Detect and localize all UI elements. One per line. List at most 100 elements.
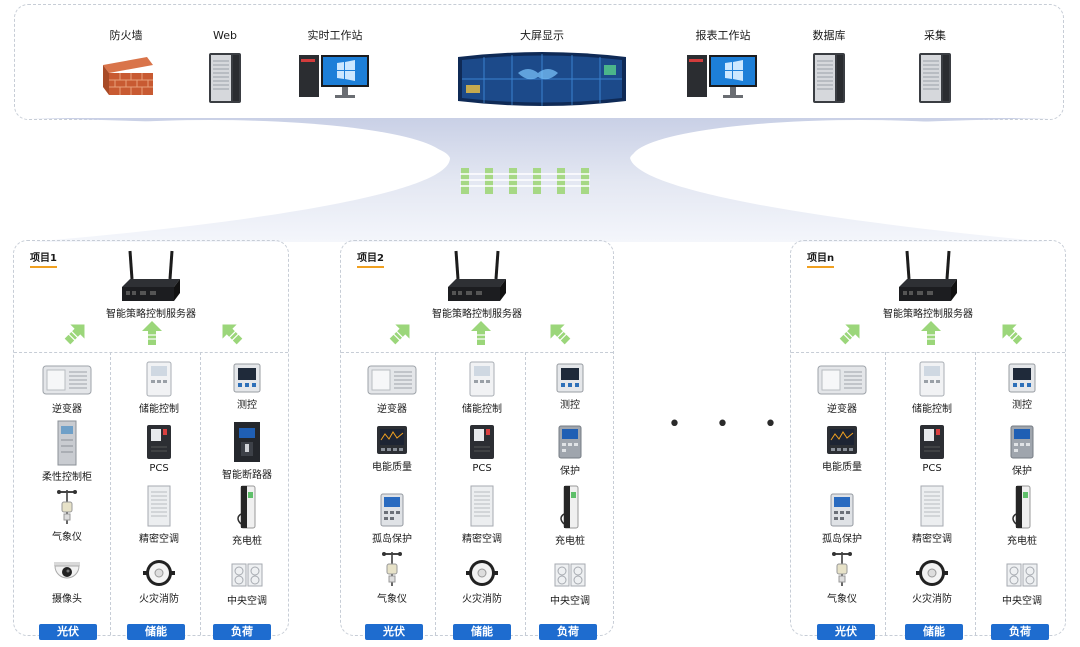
category-load: 负荷 (213, 624, 271, 640)
project-1-panel: 项目1 智能策略控制服务器 逆变器 柔性控制柜 气象仪 摄像头 储能控制 (13, 240, 292, 640)
device-label: 中央空调 (1002, 596, 1042, 607)
power-quality-meter-icon (377, 426, 407, 454)
project-title: 项目2 (357, 249, 384, 268)
divider (14, 352, 288, 353)
network-funnel (0, 118, 1080, 242)
device-label: 摄像头 (52, 594, 82, 605)
server-tower-icon (919, 53, 951, 103)
data-flow-bars (461, 168, 589, 194)
measurement-control-device: 测控 (525, 362, 615, 411)
fire-detector-icon (143, 560, 175, 586)
router-server-icon (448, 250, 506, 301)
device-label: 火灾消防 (139, 594, 179, 605)
device-label: 逆变器 (52, 404, 82, 415)
column-divider (110, 352, 111, 635)
device-label: 保护 (1012, 466, 1032, 477)
weather-station-icon (382, 552, 402, 586)
storage-controller-icon (469, 361, 495, 397)
central-ac-device: 中央空调 (977, 556, 1067, 607)
inverter-device: 逆变器 (347, 362, 437, 415)
divider (341, 352, 613, 353)
device-label: 孤岛保护 (822, 534, 862, 545)
category-storage: 储能 (453, 624, 511, 640)
device-label: 气象仪 (827, 594, 857, 605)
firewall-node: 防火墙 (66, 5, 186, 95)
charging-pile-device: 充电桩 (202, 484, 292, 547)
arrow-up-right-icon (64, 324, 85, 345)
precision-ac-icon (470, 485, 494, 527)
firewall-label: 防火墙 (109, 29, 143, 42)
device-label: PCS (472, 463, 492, 474)
central-ac-icon (554, 563, 586, 587)
video-wall-label: 大屏显示 (520, 29, 564, 42)
project-2-panel: 项目2 智能策略控制服务器 逆变器 电能质量 孤岛保护 气象仪 储能控制 (340, 240, 615, 640)
category-load: 负荷 (991, 624, 1049, 640)
firewall-icon (103, 57, 153, 95)
arrow-up-right-icon (839, 324, 860, 345)
category-load: 负荷 (539, 624, 597, 640)
storage-control-device: 储能控制 (887, 360, 977, 415)
more-projects-ellipsis: • • • (668, 412, 791, 437)
cabinet-icon (57, 420, 77, 466)
central-ac-icon (231, 563, 263, 587)
video-wall-icon (458, 52, 626, 106)
charging-pile-device: 充电桩 (525, 484, 615, 547)
storage-control-device: 储能控制 (114, 360, 204, 415)
weather-station-device: 气象仪 (347, 548, 437, 605)
flex-control-cabinet-device: 柔性控制柜 (22, 420, 112, 483)
device-label: PCS (922, 463, 942, 474)
device-label: 电能质量 (372, 462, 412, 473)
inverter-device: 逆变器 (797, 362, 887, 415)
pcs-device: PCS (114, 423, 204, 474)
device-label: 充电桩 (555, 536, 585, 547)
server-label: 智能策略控制服务器 (432, 309, 522, 320)
meter-icon (233, 363, 261, 393)
inverter-icon (817, 365, 867, 395)
server-label: 智能策略控制服务器 (106, 309, 196, 320)
inverter-device: 逆变器 (22, 362, 112, 415)
camera-device: 摄像头 (22, 558, 112, 605)
arrow-up-icon (921, 321, 941, 345)
router-server-icon (899, 250, 957, 301)
device-label: 测控 (237, 400, 257, 411)
island-protection-device: 孤岛保护 (347, 492, 437, 545)
category-pv: 光伏 (365, 624, 423, 640)
category-pv: 光伏 (39, 624, 97, 640)
fire-detector-icon (916, 560, 948, 586)
device-label: 中央空调 (227, 596, 267, 607)
device-label: 孤岛保护 (372, 534, 412, 545)
device-label: 保护 (560, 466, 580, 477)
server-tower-icon (813, 53, 845, 103)
fire-protection-device: 火灾消防 (437, 558, 527, 605)
protection-device: 保护 (525, 424, 615, 477)
project-title: 项目1 (30, 249, 57, 268)
project-n-panel: 项目n 智能策略控制服务器 逆变器 电能质量 孤岛保护 气象仪 储能控制 (790, 240, 1067, 640)
web-server-node: Web (165, 5, 285, 105)
pcs-icon (920, 425, 944, 459)
storage-column: 储能控制 PCS 精密空调 火灾消防 (114, 352, 204, 622)
device-label: 精密空调 (139, 534, 179, 545)
device-label: 精密空调 (912, 534, 952, 545)
charging-pile-icon (560, 485, 579, 529)
load-column: 测控 保护 充电桩 中央空调 (525, 352, 615, 622)
device-label: 智能断路器 (222, 470, 272, 481)
meter-icon (556, 363, 584, 393)
video-wall-node: 大屏显示 (452, 5, 632, 107)
power-quality-device: 电能质量 (797, 424, 887, 473)
pv-column: 逆变器 电能质量 孤岛保护 气象仪 (797, 352, 887, 622)
pcs-icon (470, 425, 494, 459)
precision-ac-icon (147, 485, 171, 527)
acquisition-label: 采集 (924, 29, 946, 42)
device-label: 柔性控制柜 (42, 472, 92, 483)
protection-relay-icon (380, 493, 404, 527)
workstation-icon (299, 55, 369, 98)
inverter-icon (42, 365, 92, 395)
camera-icon (54, 562, 80, 579)
divider (791, 352, 1065, 353)
realtime-workstation-node: 实时工作站 (275, 5, 395, 101)
device-label: 逆变器 (377, 404, 407, 415)
device-label: 电能质量 (822, 462, 862, 473)
island-protection-device: 孤岛保护 (797, 492, 887, 545)
report-workstation-node: 报表工作站 (663, 5, 783, 101)
pv-column: 逆变器 电能质量 孤岛保护 气象仪 (347, 352, 437, 622)
